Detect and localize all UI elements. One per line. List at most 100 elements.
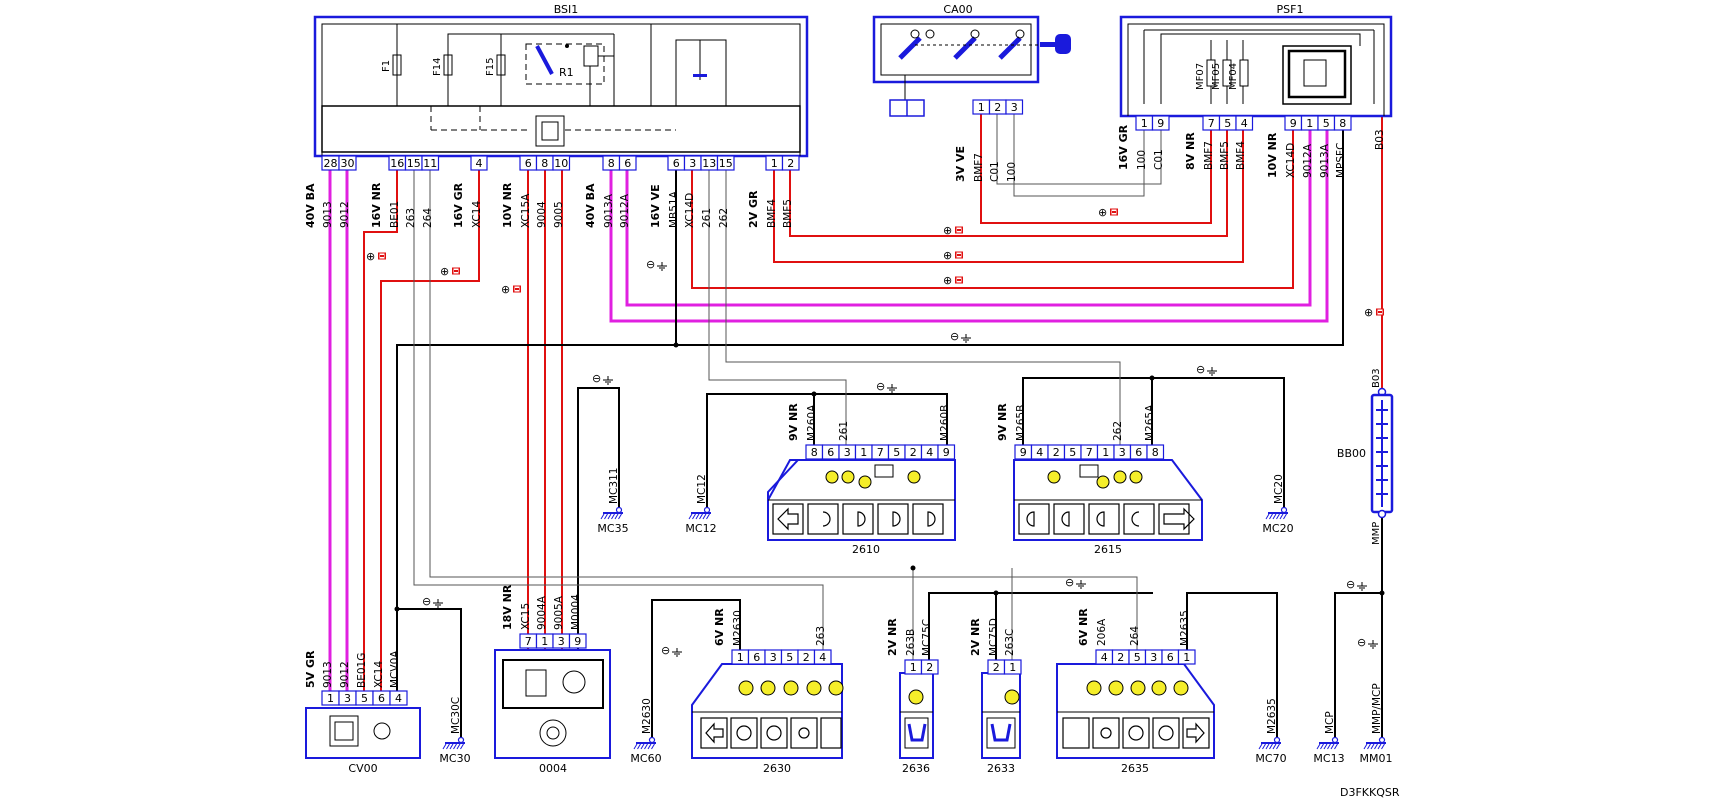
connector-spec: 16V GR bbox=[452, 182, 465, 228]
fuse-f14-label: F14 bbox=[432, 58, 443, 76]
magenta-wires bbox=[328, 116, 1329, 704]
pin-box bbox=[338, 155, 357, 171]
pin-number: 9 bbox=[1290, 117, 1297, 130]
bb00-mmp-label: MMP bbox=[1371, 522, 1382, 545]
pin-number: 30 bbox=[341, 157, 355, 170]
wire-label: 263 bbox=[815, 626, 827, 646]
wire-M260B bbox=[814, 393, 948, 445]
wire-label: 9004A bbox=[536, 595, 548, 630]
pin-number: 1 bbox=[1102, 446, 1109, 459]
ground-negative-icon: ⊖ bbox=[876, 380, 898, 393]
wire-label: 262 bbox=[1112, 421, 1124, 441]
svg-text:⊖: ⊖ bbox=[1346, 578, 1355, 591]
ground-wire-label: MMP/MCP bbox=[1371, 683, 1383, 734]
connector-spec: 10V NR bbox=[501, 182, 514, 228]
wire-M265A bbox=[1151, 377, 1285, 510]
pin-box bbox=[716, 155, 735, 171]
battery-positive-icon: ⊕ bbox=[943, 249, 963, 262]
pin-number: 1 bbox=[327, 692, 334, 705]
red-wires bbox=[363, 112, 1383, 704]
ground-mc30: MC30 bbox=[439, 736, 471, 765]
wire-label: 9012 bbox=[339, 201, 351, 228]
ground-mm01: MM01 bbox=[1360, 736, 1392, 765]
wire-BE01 bbox=[363, 170, 398, 704]
pin-number: 2 bbox=[994, 101, 1001, 114]
wire-label: M265A bbox=[1144, 404, 1156, 441]
wire-label: 100 bbox=[1136, 150, 1148, 170]
wire-label: BMF7 bbox=[973, 153, 985, 182]
unit-2630-label: 2630 bbox=[763, 762, 791, 775]
pin-box bbox=[470, 155, 488, 171]
pin-number: 5 bbox=[1224, 117, 1231, 130]
bsi1-box: BSI1 F1 F14 F15 R1 bbox=[313, 3, 809, 158]
ground-label: MC13 bbox=[1313, 752, 1344, 765]
wire-label: 9012A bbox=[1302, 143, 1314, 178]
unit-cv00: CV00 bbox=[305, 707, 421, 775]
connector-spec: 16V VE bbox=[649, 184, 662, 228]
wire-label: MPSFC bbox=[1335, 143, 1347, 178]
wire-MC75 bbox=[928, 592, 1153, 660]
fuse-f1-label: F1 bbox=[381, 60, 392, 72]
ground-negative-icon: ⊖ bbox=[422, 595, 444, 608]
wire-label: M260B bbox=[939, 405, 951, 441]
pin-number: 8 bbox=[1339, 117, 1346, 130]
wire-label: 9013A bbox=[1319, 143, 1331, 178]
svg-text:⊖: ⊖ bbox=[592, 372, 601, 385]
svg-text:⊕: ⊕ bbox=[501, 283, 510, 296]
2610-lamps bbox=[825, 470, 921, 489]
fuse-mf05-label: MF05 bbox=[1211, 63, 1222, 90]
pin-number: 1 bbox=[1306, 117, 1313, 130]
unit-2610: 2610 bbox=[767, 459, 956, 556]
unit-2630: 2630 bbox=[691, 663, 844, 775]
wire-label: 9013 bbox=[322, 201, 334, 228]
pin-number: 1 bbox=[910, 661, 917, 674]
wire-label: 261 bbox=[838, 421, 850, 441]
unit-2633: 2633 bbox=[981, 672, 1021, 775]
relay-r1-label: R1 bbox=[559, 66, 574, 79]
wire-label: B03 bbox=[1374, 129, 1386, 150]
battery-positive-icon: ⊕ bbox=[943, 224, 963, 237]
unit-0004: 0004 bbox=[494, 649, 611, 775]
fuse-f15-label: F15 bbox=[485, 58, 496, 76]
battery-positive-icon: ⊕ bbox=[440, 265, 460, 278]
pin-number: 7 bbox=[1208, 117, 1215, 130]
connector-spec: 9V NR bbox=[787, 403, 800, 441]
wire-label: M2635 bbox=[1179, 610, 1191, 646]
unit-cv00-label: CV00 bbox=[348, 762, 377, 775]
ground-label: MC70 bbox=[1255, 752, 1286, 765]
ground-negative-icon: ⊖ bbox=[950, 330, 972, 343]
bsi1-title: BSI1 bbox=[554, 3, 579, 16]
pin-number: 5 bbox=[1134, 651, 1141, 664]
pin-number: 11 bbox=[423, 157, 437, 170]
wire-label: C01 bbox=[1153, 149, 1165, 170]
pin-box bbox=[1151, 115, 1170, 131]
wire-label: BMF5 bbox=[1219, 141, 1231, 170]
wire-label: BMF4 bbox=[1235, 141, 1247, 170]
ground-wire-label: MC20 bbox=[1273, 474, 1285, 504]
wires bbox=[328, 112, 1385, 740]
svg-text:⊖: ⊖ bbox=[876, 380, 885, 393]
wire-M265B bbox=[1022, 377, 1152, 445]
ca00-box: CA00 bbox=[872, 3, 1071, 117]
wire-label: 264 bbox=[422, 208, 434, 228]
pin-number: 3 bbox=[344, 692, 351, 705]
pin-number: 7 bbox=[525, 635, 532, 648]
wire-label: BE01 bbox=[389, 201, 401, 228]
pin-number: 4 bbox=[1101, 651, 1108, 664]
pin-box bbox=[1177, 649, 1196, 665]
wire-label: XC15 bbox=[520, 603, 532, 630]
wire-label: 9004 bbox=[536, 201, 548, 228]
connector-spec: 10V NR bbox=[1266, 132, 1279, 178]
pin-number: 10 bbox=[554, 157, 568, 170]
wire-label: 263C bbox=[1004, 629, 1016, 656]
unit-2633-label: 2633 bbox=[987, 762, 1015, 775]
wire-label: M260A bbox=[806, 404, 818, 441]
pin-number: 6 bbox=[525, 157, 532, 170]
